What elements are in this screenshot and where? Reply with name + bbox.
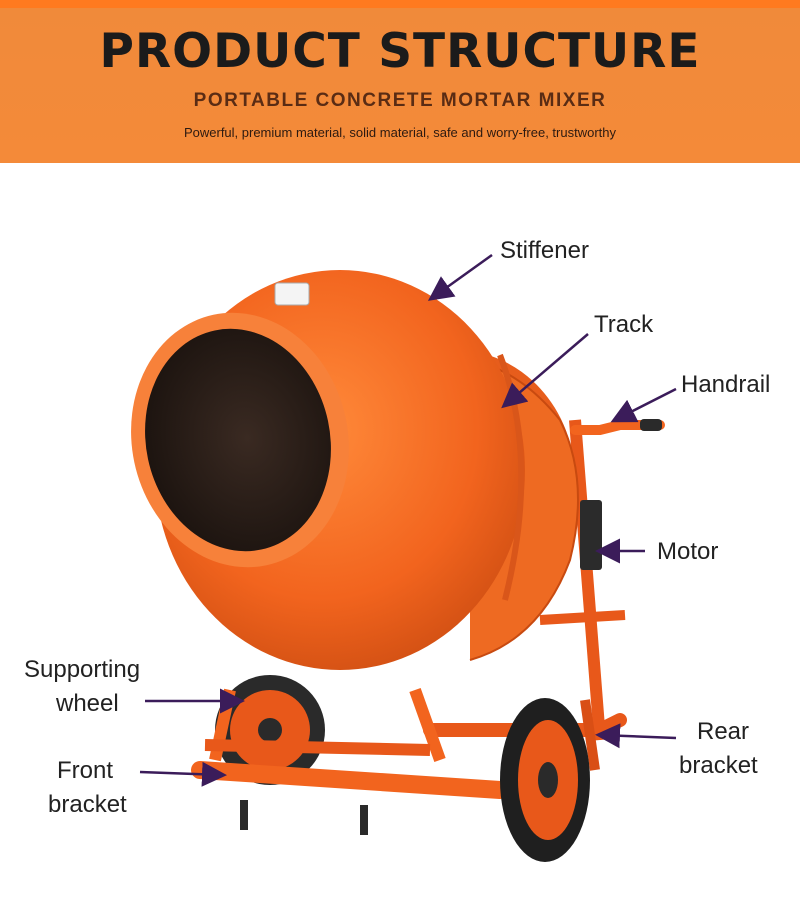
label-rear-bracket-line1: Rear bbox=[697, 718, 750, 745]
arrow-stiffener bbox=[427, 253, 493, 301]
label-front-bracket-line2: bracket bbox=[48, 791, 127, 818]
label-supporting-wheel-line1: Supporting bbox=[24, 656, 141, 683]
callout-arrows bbox=[139, 253, 677, 787]
label-motor: Motor bbox=[657, 538, 719, 565]
page-subtitle: PORTABLE CONCRETE MORTAR MIXER bbox=[193, 90, 607, 111]
page-title: PRODUCT STRUCTURE bbox=[99, 24, 701, 79]
arrow-front-bracket bbox=[139, 761, 227, 787]
rear-wheel-part bbox=[500, 698, 590, 862]
label-supporting-wheel-line2: wheel bbox=[56, 690, 119, 717]
label-rear-bracket-line2: bracket bbox=[679, 752, 758, 779]
arrow-rear-bracket bbox=[595, 723, 677, 749]
arrow-track bbox=[501, 333, 589, 409]
motor-part bbox=[580, 500, 602, 570]
header-banner: PRODUCT STRUCTURE PORTABLE CONCRETE MORT… bbox=[0, 0, 800, 163]
label-front-bracket-line1: Front bbox=[57, 757, 114, 784]
mixer-drum bbox=[131, 270, 579, 670]
banner-top-stripe bbox=[0, 0, 800, 8]
handrail-part bbox=[570, 419, 665, 435]
label-handrail: Handrail bbox=[681, 371, 771, 398]
mixer-illustration bbox=[131, 253, 677, 862]
label-stiffener: Stiffener bbox=[500, 237, 589, 264]
page-tagline: Powerful, premium material, solid materi… bbox=[183, 125, 617, 140]
label-track: Track bbox=[594, 311, 654, 338]
arrow-handrail bbox=[610, 387, 677, 423]
